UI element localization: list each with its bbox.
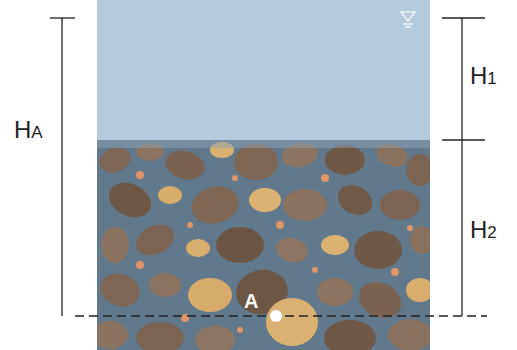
dimension-label: H2 [470,218,497,242]
soil-layer [97,140,430,350]
point-label: A [244,291,258,311]
point-a-marker [270,310,282,322]
soil-grains [97,140,430,350]
dimension-lines [50,18,485,316]
dimension-label: HA [14,118,43,142]
water-soil-interface [97,140,430,148]
water-layer [97,0,430,140]
dimension-label: H1 [470,64,497,88]
water-surface-symbol [401,12,415,27]
